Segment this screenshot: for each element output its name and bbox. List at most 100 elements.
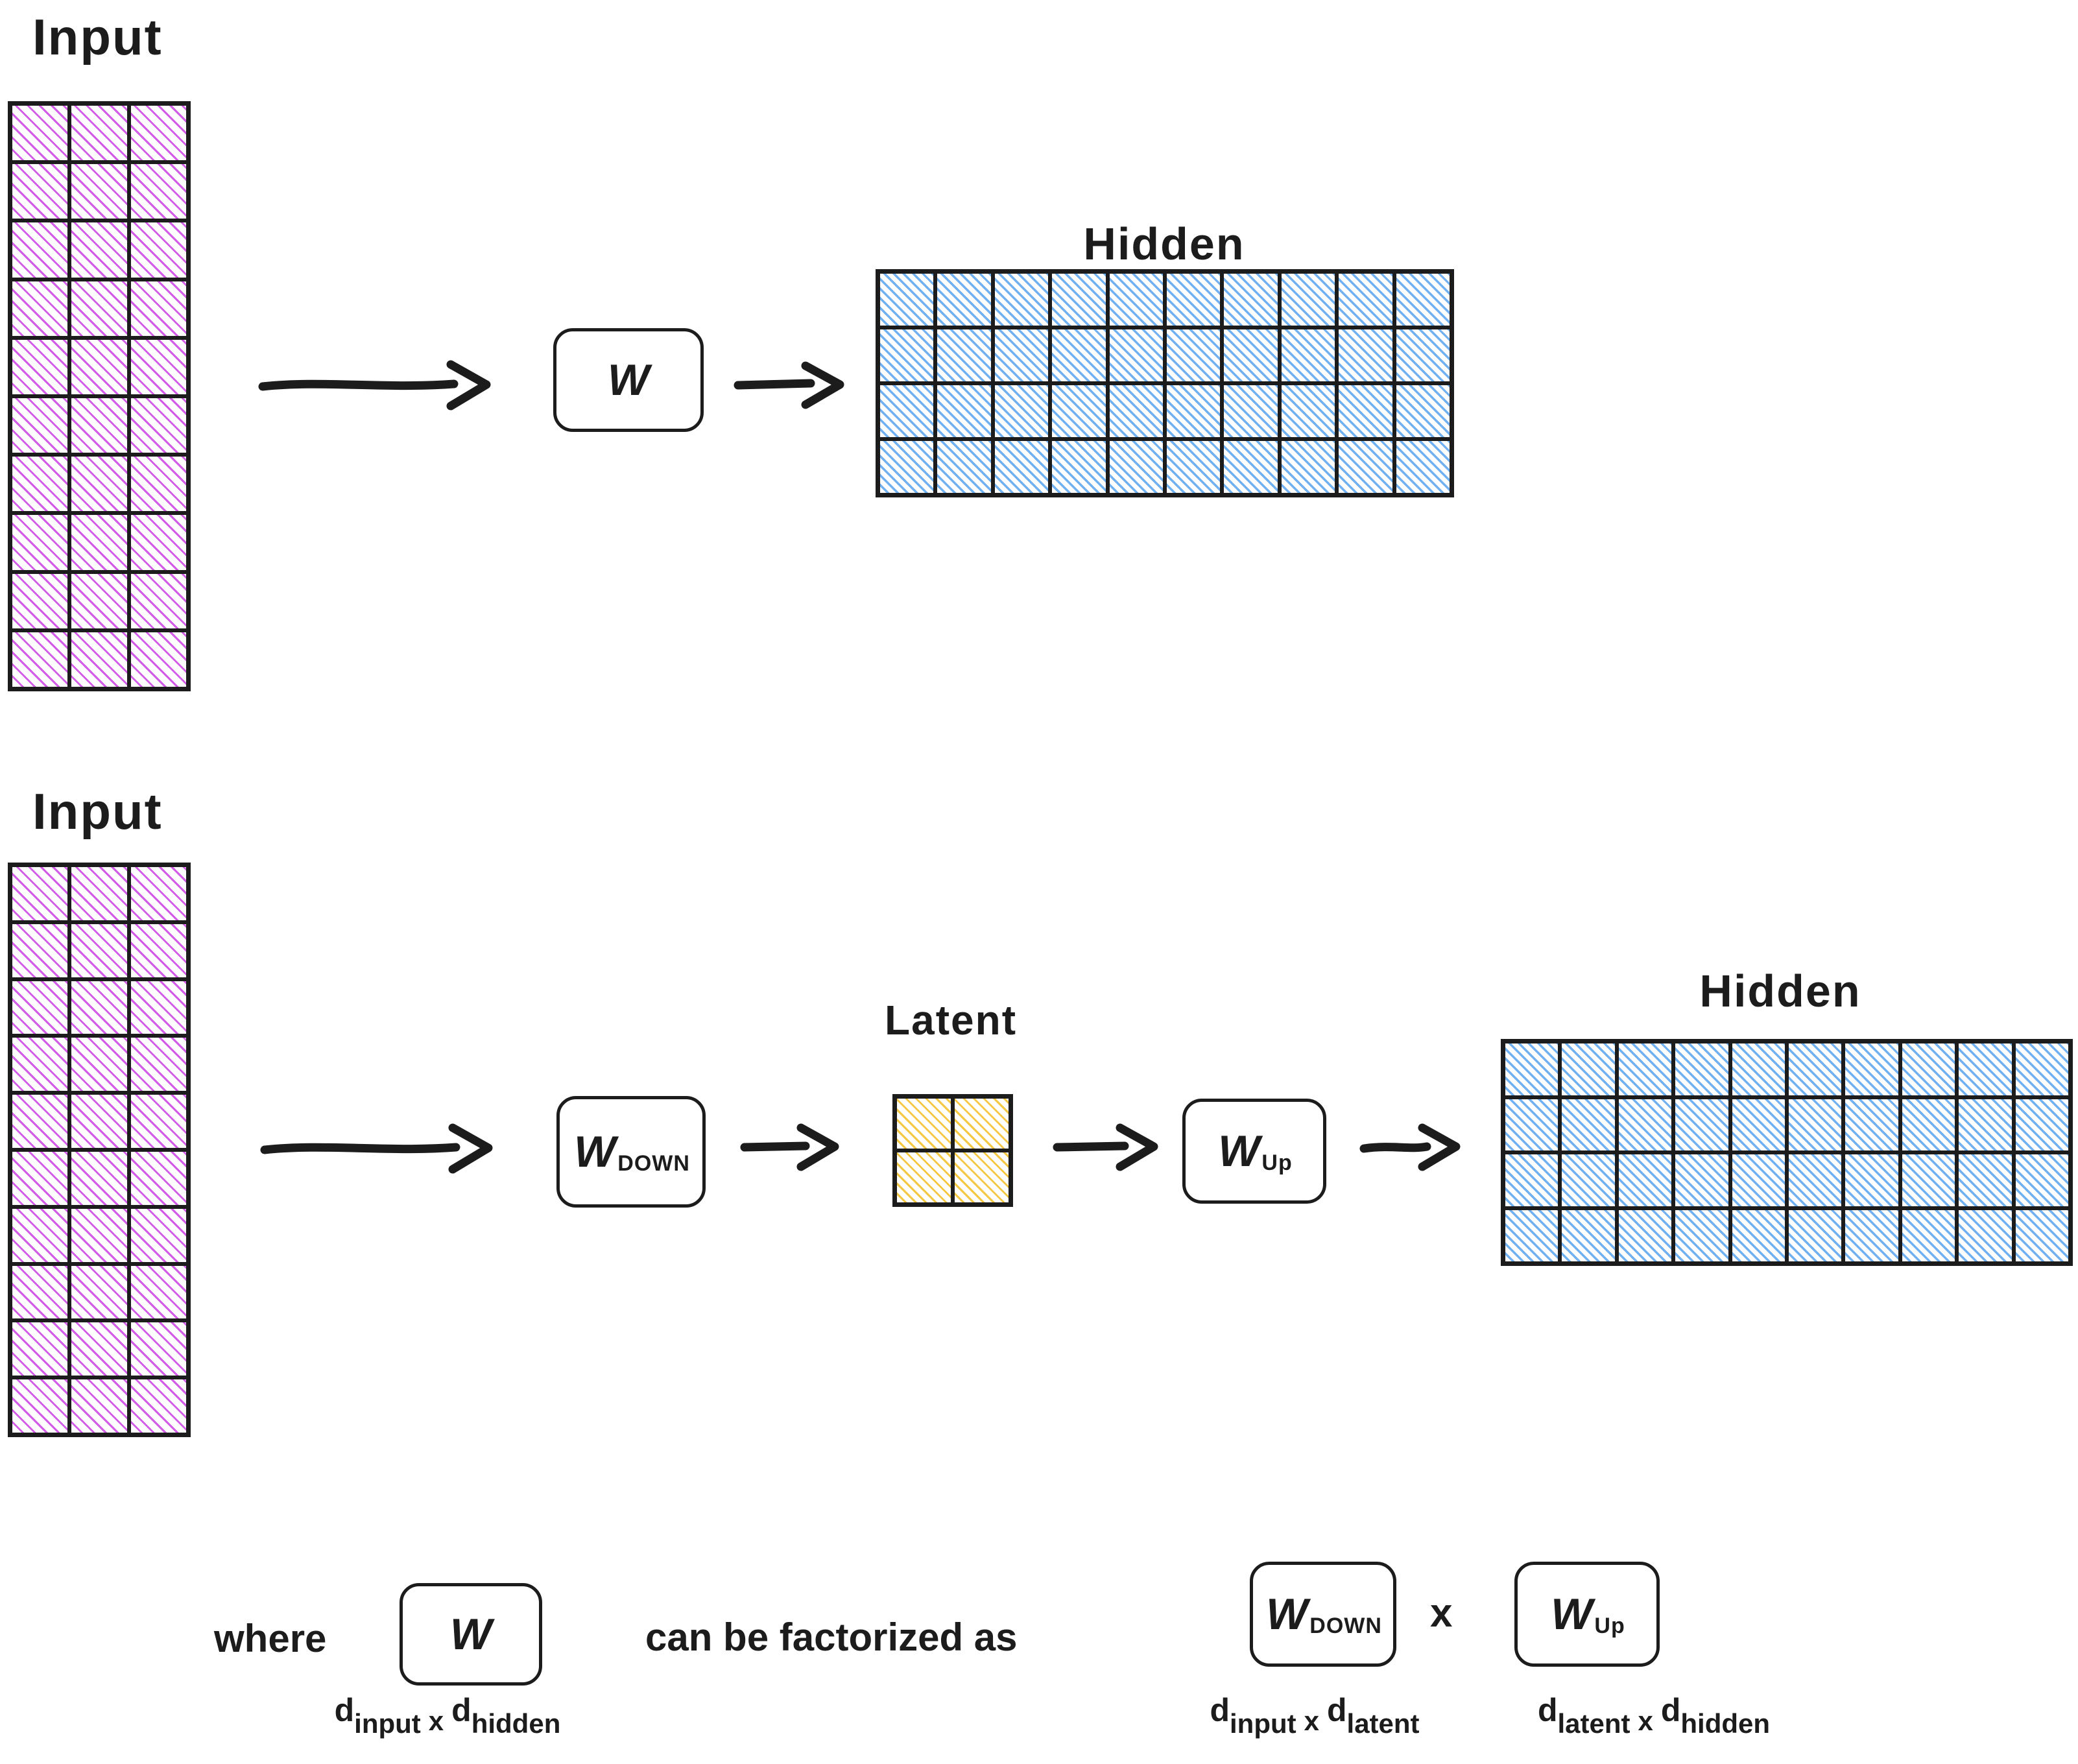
matrix-cell xyxy=(1222,328,1280,383)
matrix-cell xyxy=(878,328,936,383)
matrix-cell xyxy=(69,1377,129,1435)
matrix-cell xyxy=(69,279,129,338)
matrix-cell xyxy=(953,1097,1010,1150)
matrix-cell xyxy=(1957,1152,2014,1208)
matrix-cell xyxy=(10,1093,70,1150)
matrix-cell xyxy=(1957,1208,2014,1263)
matrix-cell xyxy=(10,337,70,396)
w-up-box-label: W xyxy=(1218,1126,1260,1176)
matrix-cell xyxy=(895,1097,953,1150)
input-matrix-1 xyxy=(8,101,191,691)
matrix-cell xyxy=(1222,439,1280,495)
matrix-cell xyxy=(128,279,188,338)
matrix-cell xyxy=(1730,1097,1787,1152)
matrix-cell xyxy=(10,104,70,163)
matrix-cell xyxy=(1560,1208,1617,1263)
matrix-cell xyxy=(2013,1152,2070,1208)
dim-times: x xyxy=(1638,1706,1653,1736)
matrix-cell xyxy=(1503,1042,1560,1097)
latent-label: Latent xyxy=(885,997,1017,1043)
matrix-cell xyxy=(69,1093,129,1150)
matrix-cell xyxy=(128,1093,188,1150)
matrix-cell xyxy=(128,1036,188,1093)
arrow-right-icon xyxy=(1359,1123,1461,1171)
matrix-cell xyxy=(1843,1042,1900,1097)
dim-times: x xyxy=(428,1706,444,1736)
dim-sub: input xyxy=(354,1708,421,1739)
matrix-cell xyxy=(69,1150,129,1207)
matrix-cell xyxy=(1900,1152,1957,1208)
dim-d: d xyxy=(451,1692,472,1728)
matrix-cell xyxy=(128,1263,188,1321)
matrix-cell xyxy=(128,1206,188,1264)
matrix-cell xyxy=(1616,1152,1674,1208)
matrix-cell xyxy=(128,571,188,630)
dim-sub: input xyxy=(1230,1708,1296,1739)
matrix-cell xyxy=(69,865,129,922)
factorized-statement-text: can be factorized as xyxy=(645,1615,1018,1659)
matrix-cell xyxy=(1107,383,1165,439)
dim-d: d xyxy=(1210,1692,1230,1728)
matrix-cell xyxy=(1165,383,1223,439)
matrix-cell xyxy=(69,162,129,221)
arrow-right-icon xyxy=(740,1123,839,1171)
matrix-cell xyxy=(2013,1097,2070,1152)
formula-w-box: W xyxy=(400,1583,542,1686)
matrix-cell xyxy=(935,328,993,383)
matrix-cell xyxy=(10,396,70,455)
dim-sub: hidden xyxy=(1680,1708,1771,1739)
matrix-cell xyxy=(1900,1042,1957,1097)
dim-d: d xyxy=(1326,1692,1347,1728)
matrix-cell xyxy=(1279,383,1337,439)
multiply-symbol: x xyxy=(1430,1591,1453,1636)
matrix-cell xyxy=(1560,1097,1617,1152)
matrix-cell xyxy=(1503,1152,1560,1208)
matrix-cell xyxy=(1394,383,1451,439)
matrix-cell xyxy=(1337,439,1394,495)
matrix-cell xyxy=(1673,1152,1730,1208)
matrix-cell xyxy=(1843,1152,1900,1208)
latent-matrix xyxy=(892,1094,1013,1207)
matrix-cell xyxy=(1730,1208,1787,1263)
formula-w-box-label: W xyxy=(449,1610,492,1659)
matrix-cell xyxy=(10,513,70,572)
formula-w-up-label: W xyxy=(1551,1590,1593,1639)
matrix-cell xyxy=(1616,1097,1674,1152)
matrix-cell xyxy=(128,922,188,979)
matrix-cell xyxy=(128,630,188,689)
matrix-cell xyxy=(992,439,1051,495)
matrix-cell xyxy=(69,630,129,689)
matrix-cell xyxy=(1957,1097,2014,1152)
arrow-right-icon xyxy=(734,361,844,409)
matrix-cell xyxy=(1843,1097,1900,1152)
matrix-cell xyxy=(935,439,993,495)
matrix-cell xyxy=(69,396,129,455)
matrix-cell xyxy=(10,1377,70,1435)
matrix-cell xyxy=(69,337,129,396)
dim-sub: latent xyxy=(1557,1708,1630,1739)
matrix-cell xyxy=(1787,1152,1844,1208)
matrix-cell xyxy=(895,1150,953,1204)
matrix-cell xyxy=(10,865,70,922)
matrix-cell xyxy=(69,979,129,1036)
matrix-cell xyxy=(1222,272,1280,328)
matrix-cell xyxy=(128,513,188,572)
matrix-cell xyxy=(1616,1208,1674,1263)
matrix-cell xyxy=(1673,1042,1730,1097)
matrix-cell xyxy=(128,220,188,280)
w-down-box-sublabel: DOWN xyxy=(617,1150,690,1176)
matrix-cell xyxy=(1107,328,1165,383)
formula-w-up-sublabel: Up xyxy=(1594,1613,1625,1638)
dim-d: d xyxy=(1537,1692,1558,1728)
matrix-cell xyxy=(69,455,129,514)
matrix-cell xyxy=(10,979,70,1036)
matrix-cell xyxy=(1107,439,1165,495)
matrix-cell xyxy=(1503,1208,1560,1263)
matrix-cell xyxy=(69,220,129,280)
hidden-matrix-2 xyxy=(1501,1039,2073,1266)
